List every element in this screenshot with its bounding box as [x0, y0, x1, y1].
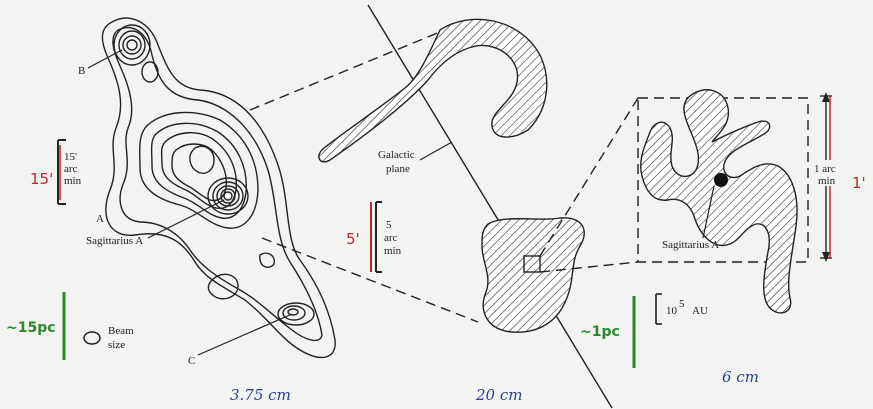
hand-angle-middle: 5'	[346, 230, 360, 248]
galactic-plane-line	[368, 5, 612, 408]
hand-size-left: ~15pc	[6, 320, 56, 336]
au-unit: AU	[692, 305, 708, 317]
hand-bottom-right: 6 cm	[722, 368, 759, 386]
beam-size-icon	[84, 332, 100, 344]
hand-angle-left: 15'	[30, 170, 53, 188]
galactic-label-1: Galactic	[378, 149, 415, 161]
middle-scale-text-1: 5	[386, 219, 392, 231]
au-scale-bar	[656, 294, 662, 324]
mini-spiral-shape	[641, 90, 797, 313]
hand-size-middle: ~1pc	[580, 324, 620, 340]
hand-angle-right: 1'	[852, 174, 866, 192]
au-exponent: 5	[679, 298, 685, 310]
label-sagittarius-a-left: Sagittarius A	[86, 235, 143, 247]
left-scale-text-1: 15'	[64, 151, 77, 163]
middle-scale-text-2: arc	[384, 232, 398, 244]
arc-shape	[319, 19, 547, 161]
right-scale-text-1: 1 arc	[814, 163, 836, 175]
right-scale-text-2: min	[818, 175, 836, 187]
beam-label-1: Beam	[108, 325, 134, 337]
label-c: C	[188, 355, 195, 367]
label-b: B	[78, 65, 85, 77]
galactic-label-2: plane	[386, 163, 410, 175]
middle-scale-text-3: min	[384, 245, 402, 257]
central-cloud	[482, 218, 584, 332]
left-scale-text-2: arc	[64, 163, 78, 175]
beam-label-2: size	[108, 339, 125, 351]
c-pointer-line	[198, 314, 292, 355]
left-scale-text-3: min	[64, 175, 82, 187]
galactic-pointer-line	[420, 142, 452, 160]
hand-bottom-left: 3.75 cm	[230, 386, 291, 404]
sagittarius-a-dot	[714, 173, 728, 187]
sgr-a-pointer-line	[148, 200, 224, 238]
label-a: A	[96, 213, 104, 225]
hand-bottom-middle: 20 cm	[475, 386, 522, 404]
au-text: 10	[666, 305, 678, 317]
connector-top-left	[250, 32, 440, 110]
contour-map	[102, 18, 335, 357]
label-sagittarius-a-right: Sagittarius A	[662, 239, 719, 251]
middle-scale-bar	[371, 202, 382, 272]
